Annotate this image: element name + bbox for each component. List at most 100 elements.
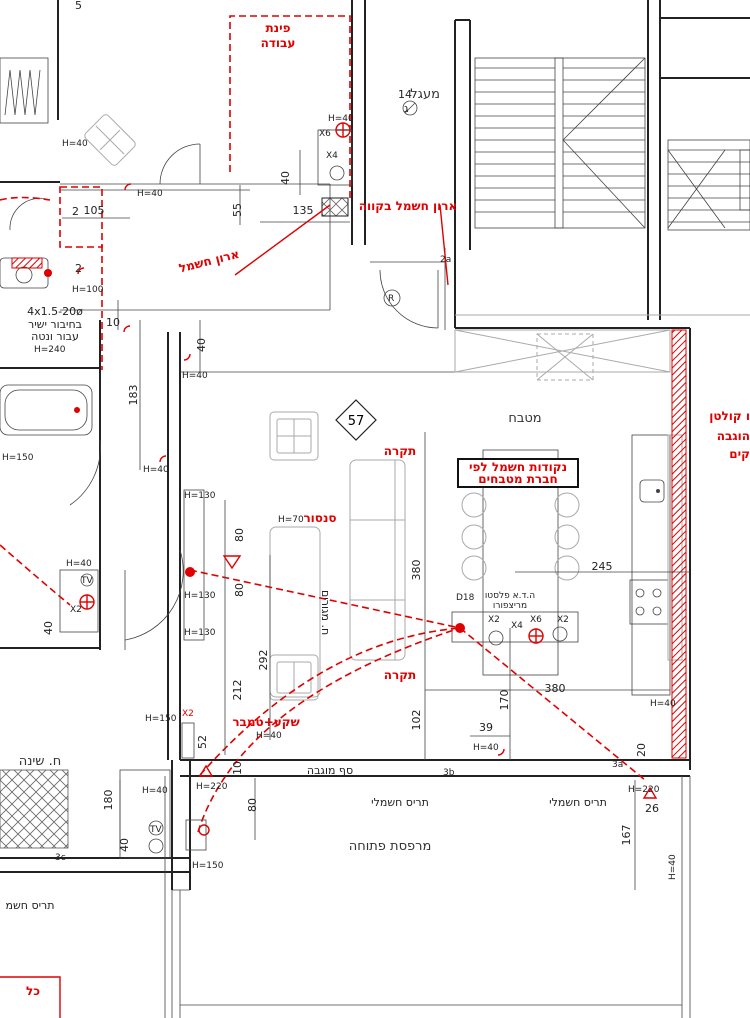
work-corner-line1: פינת xyxy=(265,21,290,35)
sym-r: R xyxy=(388,294,394,304)
room-tag: 57 xyxy=(335,399,377,441)
dim-180: 180 xyxy=(102,790,115,811)
sym-x4-a: X4 xyxy=(326,151,338,161)
dim-2-b: 2 xyxy=(75,262,82,275)
ceiling-top-label: תקרה xyxy=(384,444,417,458)
dim-2-a: 2 xyxy=(72,205,79,218)
h40-j: H=40 xyxy=(142,786,168,796)
h40-c: H=40 xyxy=(328,114,354,124)
red-dashed-zones xyxy=(0,15,351,606)
threshold-label: סף מוגבה xyxy=(307,764,353,777)
kitchen-points-line2: חברת מטבחים xyxy=(478,472,557,486)
bath-fixtures xyxy=(0,57,136,436)
dim-245: 245 xyxy=(592,560,613,573)
socket-tv-label: שקע+טמבר xyxy=(232,715,299,729)
dim-39: 39 xyxy=(479,721,493,734)
right-edge-line1: ו קולטן xyxy=(709,409,750,423)
room-number: 57 xyxy=(348,414,365,429)
countertop-line1: ה.ד.א פלסטו xyxy=(485,591,535,601)
h220-a: H=220 xyxy=(196,782,228,792)
sym-2a: 2a xyxy=(440,255,451,265)
sym-x2-d: X2 xyxy=(70,605,82,615)
sym-tv-b: TV xyxy=(80,576,93,586)
sym-3a: 3a xyxy=(612,760,623,770)
h40-d: H=40 xyxy=(182,371,208,381)
roundness-num: 14 xyxy=(398,88,412,101)
kitchen-points-box: נקודות חשמל לפי חברת מטבחים xyxy=(457,458,579,488)
elec-cabinet-label: ארון חשמל xyxy=(177,247,240,276)
dim-80-a: 80 xyxy=(233,528,246,542)
red-wiring xyxy=(0,196,646,833)
dim-380-v: 380 xyxy=(410,560,423,581)
roundness-label: מעגל xyxy=(410,87,440,102)
sensor-label: סנסור xyxy=(303,511,336,525)
bath-cable-label: 4x1.5-20ø xyxy=(27,305,83,318)
right-edge-line2: הוגבה xyxy=(717,429,750,443)
dim-26: 26 xyxy=(645,802,659,815)
h70: H=70 xyxy=(278,515,304,525)
sym-x2-a: X2 xyxy=(488,615,500,625)
dim-183: 183 xyxy=(127,385,140,406)
bath-direct-line1: בחיבור ישיר xyxy=(28,318,82,331)
dimension-lines xyxy=(62,150,690,890)
staircase-right xyxy=(667,139,750,231)
h130-c: H=130 xyxy=(184,628,216,638)
dimension-labels: 105 55 40 135 40 183 80 80 292 212 52 10… xyxy=(42,0,659,852)
symbol-labels: X6 X4 X2 X4 X6 X2 X2 X2 3a 3b 3c 2a D18 … xyxy=(55,129,623,863)
red-labels: פינת עבודה ארון חשמל ארון חשמל בקווה תקר… xyxy=(26,21,750,998)
shaft-boxes xyxy=(454,329,671,381)
kitchen-points-line1: נקודות חשמל לפי xyxy=(469,460,567,474)
h150-a: H=150 xyxy=(2,453,34,463)
h100: H=100 xyxy=(72,285,104,295)
h40-b: H=40 xyxy=(137,189,163,199)
bedroom-label: ח. שינה xyxy=(19,754,62,769)
h40-a: H=40 xyxy=(62,139,88,149)
blind-left-label: תריס חשמלי xyxy=(371,796,429,809)
roundness-sub: ג xyxy=(404,102,409,115)
h40-e: H=40 xyxy=(143,465,169,475)
sym-tv-a: TV xyxy=(149,825,162,835)
h40-h: H=40 xyxy=(473,743,499,753)
dim-135: 135 xyxy=(293,204,314,217)
dim-40-c: 40 xyxy=(118,838,131,852)
red-hatch-wall-right xyxy=(671,329,687,759)
sym-x4-b: X4 xyxy=(511,621,523,631)
dim-80-c: 80 xyxy=(246,798,259,812)
dim-55: 55 xyxy=(231,203,244,217)
sym-x6-b: X6 xyxy=(530,615,542,625)
blind-right-label: תריס חשמלי xyxy=(549,796,607,809)
dim-10: 10 xyxy=(231,761,244,775)
dim-10-b: 10 xyxy=(106,316,120,329)
h130-a: H=130 xyxy=(184,491,216,501)
kitchen-label: מטבח xyxy=(508,411,541,426)
elec-cabinet-wall-label: ארון חשמל בקווה xyxy=(359,199,457,213)
black-labels: מעגל 14 ג מטבח ח. שינה סף מוגבה תריס חשמ… xyxy=(6,87,607,912)
dim-170: 170 xyxy=(498,690,511,711)
dim-20: 20 xyxy=(635,743,648,757)
doors xyxy=(9,143,439,650)
dim-5: 5 xyxy=(75,0,82,12)
h40-i: H=40 xyxy=(650,699,676,709)
bottom-left-frame xyxy=(0,976,61,1018)
ceiling-bottom-label: תקרה xyxy=(384,668,417,682)
right-edge-line3: קים xyxy=(729,447,750,461)
height-labels: H=40 H=40 H=40 H=100 H=240 H=40 H=150 H=… xyxy=(2,114,678,880)
sym-3c: 3c xyxy=(55,853,66,863)
sym-x2-c: X2 xyxy=(182,709,194,719)
sym-3b: 3b xyxy=(443,768,455,778)
dim-105: 105 xyxy=(84,204,105,217)
h220-b: H=220 xyxy=(628,785,660,795)
h150-b: H=150 xyxy=(145,714,177,724)
balcony-label: מרפסת פתוחה xyxy=(349,839,432,854)
countertop-line2: מריצפורו xyxy=(493,601,527,611)
dim-40-d: 40 xyxy=(42,621,55,635)
dim-40-b: 40 xyxy=(195,338,208,352)
outlet-symbols xyxy=(59,100,568,859)
cabinet-hatch xyxy=(321,197,349,217)
closet-hatch xyxy=(0,769,69,849)
red-hatch-cabinet xyxy=(11,257,43,269)
sym-x6-a: X6 xyxy=(319,129,331,139)
dim-380-h: 380 xyxy=(545,682,566,695)
sym-d18: D18 xyxy=(456,593,475,603)
